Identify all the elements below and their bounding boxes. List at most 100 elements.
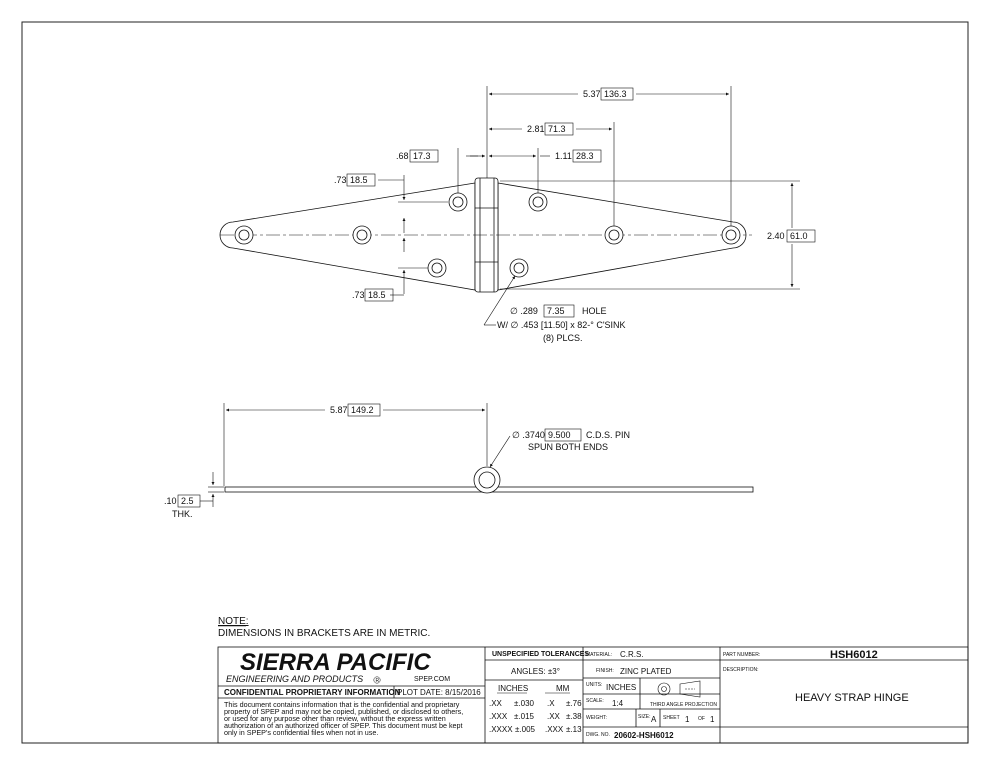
left-leaf [219,182,476,291]
note-text: DIMENSIONS IN BRACKETS ARE IN METRIC. [218,628,430,639]
pin [478,471,496,489]
size-label: SIZE: [638,714,651,720]
thickness-label: THK. [172,509,193,519]
tol-row3-in-val: ±.005 [515,725,536,734]
tol-row2-mm: .XX [547,712,561,721]
dim-68-mm: 17.3 [413,151,431,161]
right-leaf [497,182,747,291]
hinge-side-view [224,466,754,494]
confidential-line-4: authorization of an authorized officer o… [224,721,463,730]
tol-row2-mm-val: ±.38 [566,712,582,721]
dim-2-40-in: 2.40 [767,231,785,241]
description-label: DESCRIPTION: [723,667,759,673]
dim-73-lower-mm: 18.5 [368,290,386,300]
dim-111-mm: 28.3 [576,151,594,161]
company-subtitle: ENGINEERING AND PRODUCTS [226,674,363,684]
pin-callout-line2: SPUN BOTH ENDS [528,442,608,452]
tol-row1-mm-val: ±.76 [566,699,582,708]
tol-row3-mm: .XXX [545,725,564,734]
tol-row1-in: .XX [489,699,503,708]
tolerances-mm-heading: MM [556,684,570,693]
material-label: MATERIAL: [586,652,612,658]
part-number: HSH6012 [830,649,878,661]
tolerances-angles: ANGLES: ±3° [511,667,560,676]
confidential-heading: CONFIDENTIAL PROPRIETARY INFORMATION [224,688,401,697]
dim-2-81-in: 2.81 [527,124,545,134]
size-value: A [651,715,657,724]
projection-label: THIRD ANGLE PROJECTION [650,702,717,708]
dim-5-87-mm: 149.2 [351,405,374,415]
tol-row3-in: .XXXX [489,725,513,734]
hole-8 [721,225,741,245]
dim-111-in: 1.11 [555,151,572,161]
pin-callout-line1-a: ∅ .3740 [512,430,545,440]
pin-callout-leader [489,435,511,468]
plot-date: PLOT DATE: 8/15/2016 [397,688,481,697]
weight-label: WEIGHT: [586,715,607,721]
material-value: C.R.S. [620,650,644,659]
confidential-line-3: or used for any purpose other than revie… [224,714,446,723]
sheet-value: 1 [685,715,690,724]
hole-callout-line1-mm: 7.35 [547,306,565,316]
scale-value: 1:4 [612,699,624,708]
pin-callout-line1-b: C.D.S. PIN [586,430,630,440]
third-angle-projection-icon [657,680,701,698]
holes [234,192,741,278]
sheet-label: SHEET [663,715,680,721]
units-label: UNITS: [586,682,602,688]
dim-73-upper-mm: 18.5 [350,175,368,185]
note-heading: NOTE: [218,616,249,627]
hole-5 [528,192,548,212]
dim-5-87-in: 5.87 [330,405,348,415]
hole-4 [427,258,447,278]
dim-5-37 [486,86,732,226]
hole-7 [604,225,624,245]
dim-5-37-mm: 136.3 [604,89,627,99]
dim-73-upper-in: .73 [334,175,347,185]
dim-5-87 [223,403,488,486]
hole-callout-line1-b: HOLE [582,306,607,316]
tol-row1-mm: .X [547,699,555,708]
tol-row3-mm-val: ±.13 [566,725,582,734]
dim-5-37-in: 5.37 [583,89,601,99]
registered-letter: R [376,678,380,684]
tol-row2-in: .XXX [489,712,508,721]
dim-68-111 [457,148,550,193]
units-value: INCHES [606,683,636,692]
scale-label: SCALE: [586,698,604,704]
dim-68-in: .68 [396,151,409,161]
hole-6 [509,258,529,278]
tolerances-inches-heading: INCHES [498,684,528,693]
registered-mark [373,676,381,684]
dim-2-81 [489,122,615,226]
hole-1 [234,225,254,245]
dim-thickness-mm: 2.5 [181,496,194,506]
tol-row2-in-val: ±.015 [514,712,535,721]
hole-2 [352,225,372,245]
company-website: SPEP.COM [414,676,450,683]
part-number-label: PART NUMBER: [723,652,760,658]
of-label: OF [698,716,705,722]
dim-73-lower-in: .73 [352,290,365,300]
pin-callout-line1-mm: 9.500 [548,430,571,440]
dwg-label: DWG. NO. [586,732,610,738]
hole-callout-line2: W/ ∅ .453 [11.50] x 82-° C'SINK [497,320,626,330]
dim-2-40-mm: 61.0 [790,231,808,241]
title-block [217,646,969,744]
tol-row1-in-val: ±.030 [514,699,535,708]
hinge-top-view [219,177,752,293]
dim-thickness [200,472,224,507]
dim-73-lower [390,238,428,296]
hole-callout-line3: (8) PLCS. [543,333,583,343]
dwg-number: 20602-HSH6012 [614,731,674,740]
dim-2-81-mm: 71.3 [548,124,566,134]
description: HEAVY STRAP HINGE [795,692,909,704]
finish-value: ZINC PLATED [620,667,672,676]
finish-label: FINISH: [596,668,614,674]
dim-2-40 [500,180,800,290]
confidential-line-1: This document contains information that … [224,700,460,709]
tolerances-heading: UNSPECIFIED TOLERANCES [492,651,589,658]
dim-73-upper [378,175,448,233]
sheets-value: 1 [710,715,715,724]
